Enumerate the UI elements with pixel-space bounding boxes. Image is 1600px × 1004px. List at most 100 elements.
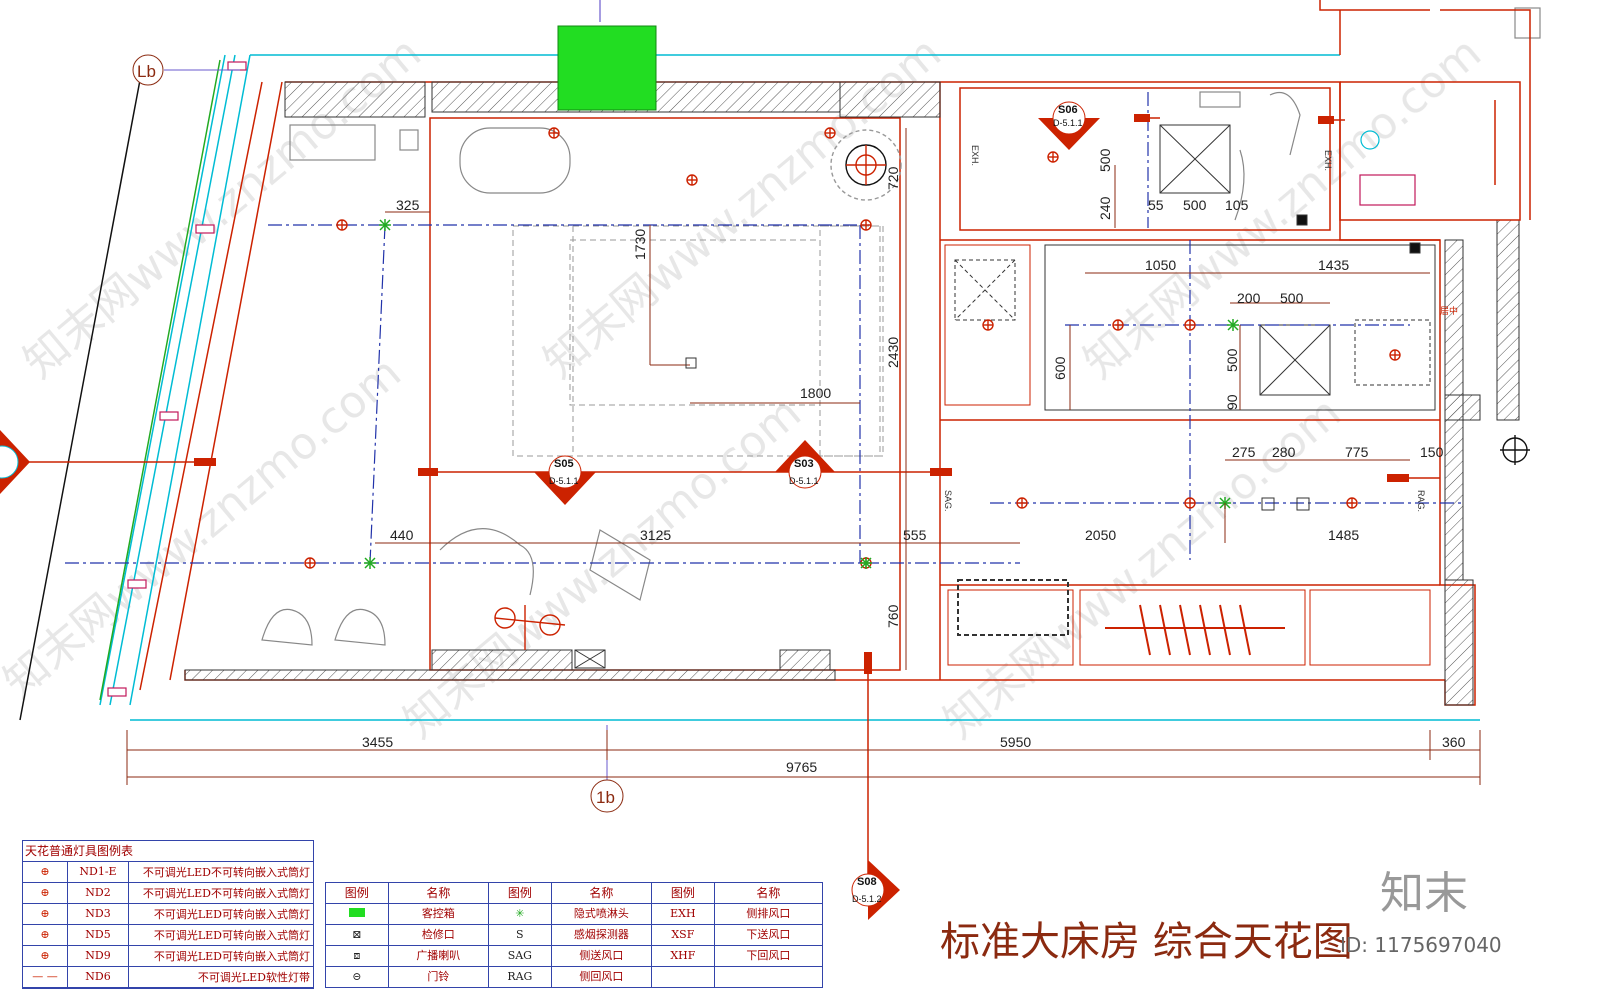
dim-760: 760	[885, 604, 901, 628]
outer-wall-line	[19, 79, 141, 721]
legend-desc: 不可调光LED可转向嵌入式筒灯	[153, 950, 310, 963]
green-wall-line	[99, 59, 221, 701]
downlight-icon	[1346, 497, 1358, 509]
dim-2050: 2050	[1085, 527, 1116, 543]
vent-rag: RAG.	[1416, 490, 1426, 512]
legend-code	[652, 967, 715, 987]
dim-1435: 1435	[1318, 257, 1349, 273]
legend-name: 检修口	[389, 925, 490, 945]
smoke-detector-icon: S	[489, 925, 552, 945]
legend-header-cell: 图例	[326, 883, 389, 903]
downlight-icon	[1112, 319, 1124, 331]
section-tag-s05[interactable]: S05 D-5.1.1	[534, 455, 596, 505]
sprinkler-icon	[860, 557, 872, 569]
vent-exh-right: EXH.	[1323, 150, 1333, 171]
small-symbols	[685, 214, 1421, 511]
dim-440: 440	[390, 527, 414, 543]
legend-header-cell: 名称	[756, 886, 781, 900]
vent-side: 居中	[1440, 305, 1458, 316]
dimension-lines	[375, 128, 1430, 670]
dim-775: 775	[1345, 444, 1369, 460]
legend-header-cell: 名称	[389, 883, 490, 903]
downlight-icon	[1184, 319, 1196, 331]
legend-code: ND2	[68, 883, 129, 903]
dim-55: 55	[1148, 197, 1164, 213]
downlight-icon: ⊕	[23, 883, 68, 903]
dim-280: 280	[1272, 444, 1296, 460]
legend-code: ND1-E	[68, 862, 129, 882]
section-tag-s03[interactable]: S03 D-5.1.1	[775, 440, 835, 489]
access-panel-icon: ⊠	[326, 925, 389, 945]
downlight-icon	[824, 127, 836, 139]
downlight-icon: ⊕	[23, 925, 68, 945]
dim-720: 720	[885, 166, 901, 190]
led-strip-icon: — —	[23, 967, 68, 987]
tag-s06-ref: D-5.1.1	[1053, 118, 1083, 128]
legend-code: XSF	[652, 925, 715, 945]
legend-name	[715, 967, 822, 987]
sprinkler-icon	[1227, 319, 1239, 331]
downlight-icon	[686, 174, 698, 186]
dim-500d: 500	[1224, 348, 1240, 372]
wardrobe-hangers	[1105, 604, 1285, 656]
legend-name: 客控箱	[389, 904, 490, 924]
downlight-icon	[304, 557, 316, 569]
dim-105: 105	[1225, 197, 1249, 213]
legend-header-cell: 图例	[489, 883, 552, 903]
dim-1050: 1050	[1145, 257, 1176, 273]
dim-2430: 2430	[885, 337, 901, 368]
legend-desc: 不可调光LED可转向嵌入式筒灯	[153, 929, 310, 942]
downlight-icon	[1047, 151, 1059, 163]
legend-code: ND9	[68, 946, 129, 966]
downlight-icon: ⊕	[23, 862, 68, 882]
legend-header-cell: 名称	[552, 883, 653, 903]
dim-3125: 3125	[640, 527, 671, 543]
legend-desc: 不可调光LED不可转向嵌入式筒灯	[142, 887, 310, 900]
watermark-text: 知末网www.znzmo.com	[934, 387, 1351, 748]
legend-desc: 不可调光LED可转向嵌入式筒灯	[153, 908, 310, 921]
drawing-title: 标准大床房 综合天花图	[940, 919, 1353, 965]
ceiling-fixture-large	[830, 129, 902, 201]
downlight-icon	[1016, 497, 1028, 509]
hatched-walls	[184, 81, 1520, 706]
vent-notes: EXH. EXH. SAG. RAG. 居中	[943, 145, 1458, 512]
dim-555: 555	[903, 527, 927, 543]
window-mullions	[107, 61, 247, 697]
control-box-marker	[557, 25, 657, 111]
sprinkler-icon: ✳	[489, 904, 552, 924]
tag-s06-id: S06	[1058, 104, 1078, 116]
section-tag-s06[interactable]: S06 D-5.1.1	[1038, 101, 1100, 150]
dim-90: 90	[1224, 394, 1240, 410]
legend-name: 下送风口	[746, 928, 791, 941]
tag-s08-ref: D-5.1.2	[852, 894, 882, 904]
doorbell-icon: ⊝	[326, 967, 389, 987]
grid-label-col: Lb	[137, 62, 156, 81]
downlight-icon	[548, 127, 560, 139]
furniture-outlines	[512, 225, 884, 457]
legend-code: ND5	[68, 925, 129, 945]
neighbor-room	[1319, 0, 1531, 221]
dim-600: 600	[1052, 356, 1068, 380]
dimension-texts: 325 1730 720 2430 1800 500 240 55 500 10…	[390, 148, 1444, 628]
downlight-icon	[982, 319, 994, 331]
legend-lights-title: 天花普通灯具图例表	[23, 841, 313, 862]
dim-500: 500	[1097, 148, 1113, 172]
dim-1800: 1800	[800, 385, 831, 401]
dim-275: 275	[1232, 444, 1256, 460]
watermark-text: 知末网www.znzmo.com	[394, 387, 811, 748]
legend-name: 门铃	[389, 967, 490, 987]
legend-desc: 不可调光LED软性灯带	[197, 971, 310, 984]
sprinkler-icon	[364, 557, 376, 569]
tag-s03-ref: D-5.1.1	[789, 476, 819, 486]
grid-bubble-lb: Lb	[132, 54, 240, 86]
section-tag-s08[interactable]: S08 D-5.1.2	[851, 860, 900, 920]
outer-envelope	[99, 54, 1480, 721]
